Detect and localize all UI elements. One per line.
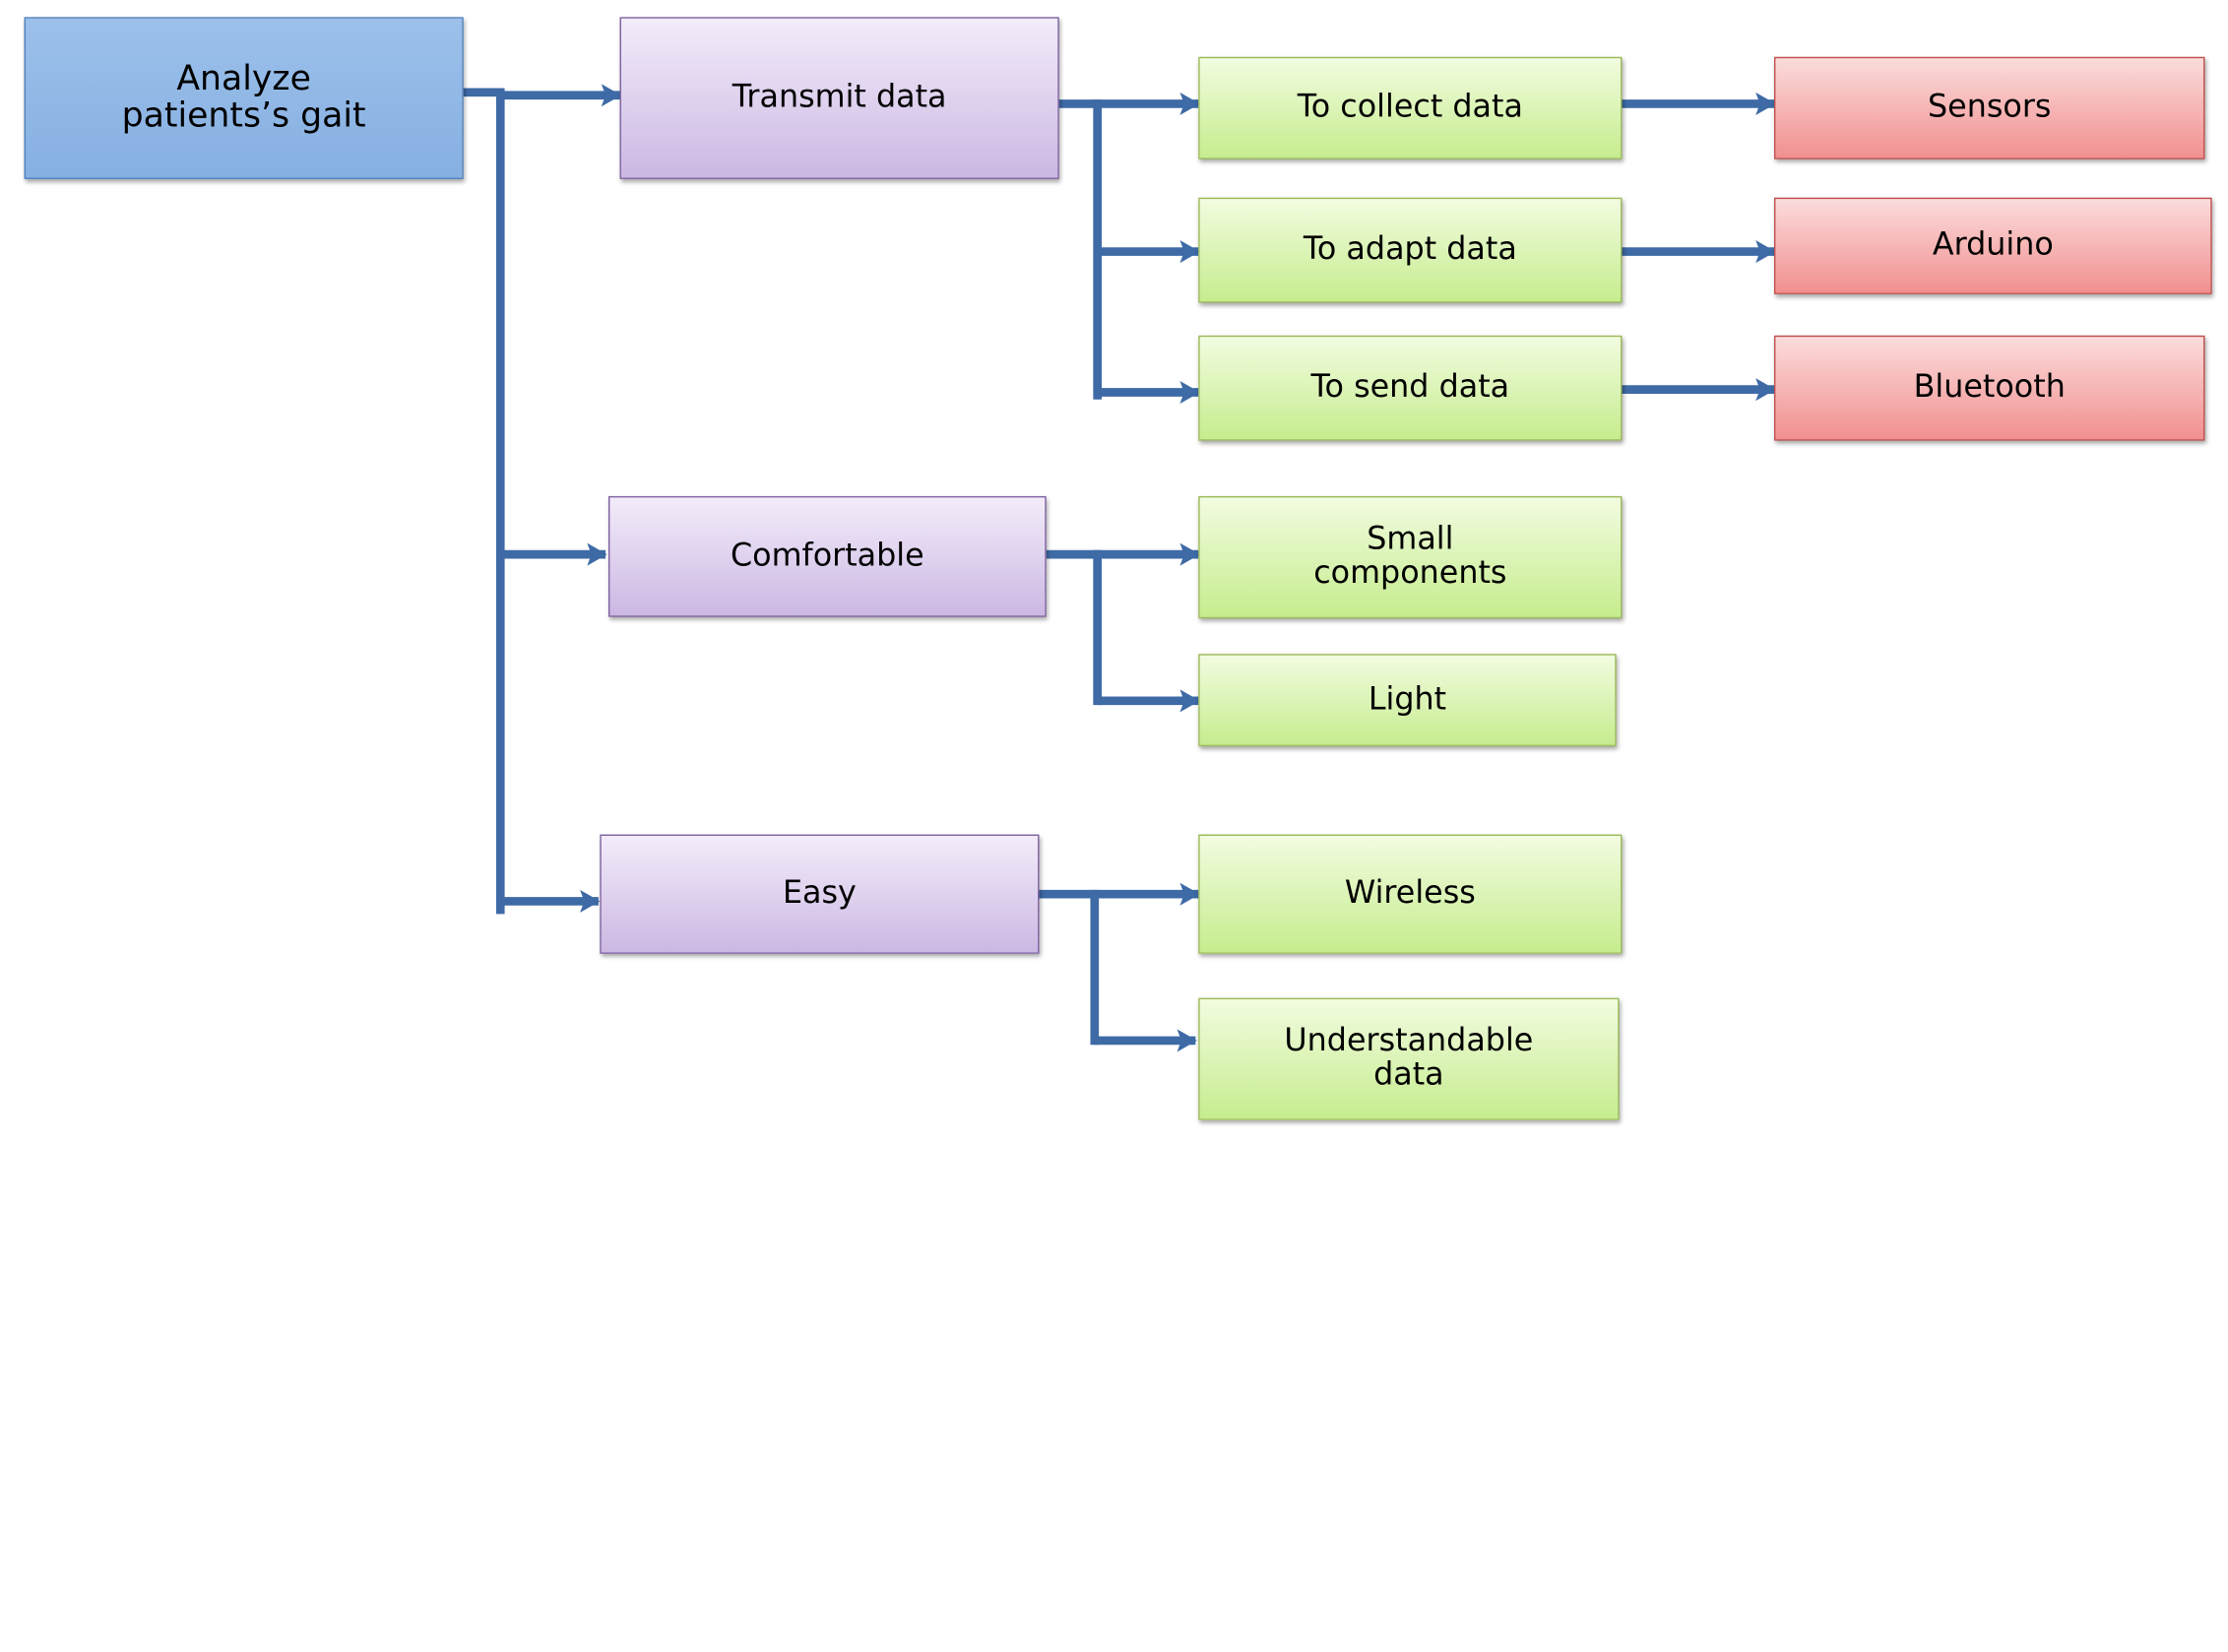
node-easy-label: Easy: [782, 875, 857, 912]
node-sensors-label: Sensors: [1928, 90, 2052, 126]
node-to-adapt-data: To adapt data: [1198, 197, 1623, 303]
node-comfortable-label: Comfortable: [730, 538, 924, 574]
node-to-adapt-data-label: To adapt data: [1303, 231, 1517, 268]
node-light: Light: [1198, 654, 1617, 747]
node-transmit-data: Transmit data: [619, 17, 1059, 179]
node-analyze-gait: Analyze patients’s gait: [24, 17, 464, 179]
node-wireless-label: Wireless: [1344, 875, 1476, 912]
node-arduino: Arduino: [1773, 197, 2212, 294]
node-wireless: Wireless: [1198, 834, 1623, 954]
node-light-label: Light: [1368, 681, 1447, 718]
node-comfortable: Comfortable: [607, 495, 1047, 617]
node-easy: Easy: [600, 834, 1040, 954]
node-to-send-data-label: To send data: [1310, 369, 1510, 406]
node-small-components: Small components: [1198, 495, 1623, 619]
node-bluetooth-label: Bluetooth: [1913, 369, 2066, 406]
node-to-collect-data: To collect data: [1198, 56, 1623, 159]
node-understandable-data-label: Understandable data: [1284, 1024, 1534, 1094]
node-sensors: Sensors: [1773, 56, 2205, 159]
node-to-collect-data-label: To collect data: [1297, 90, 1523, 126]
node-to-send-data: To send data: [1198, 335, 1623, 441]
node-small-components-label: Small components: [1313, 522, 1507, 592]
node-analyze-gait-label: Analyze patients’s gait: [121, 58, 366, 136]
node-bluetooth: Bluetooth: [1773, 335, 2205, 441]
connector-layer: [463, 84, 1776, 1052]
node-transmit-data-label: Transmit data: [732, 80, 947, 116]
node-arduino-label: Arduino: [1932, 227, 2054, 264]
node-understandable-data: Understandable data: [1198, 997, 1620, 1120]
